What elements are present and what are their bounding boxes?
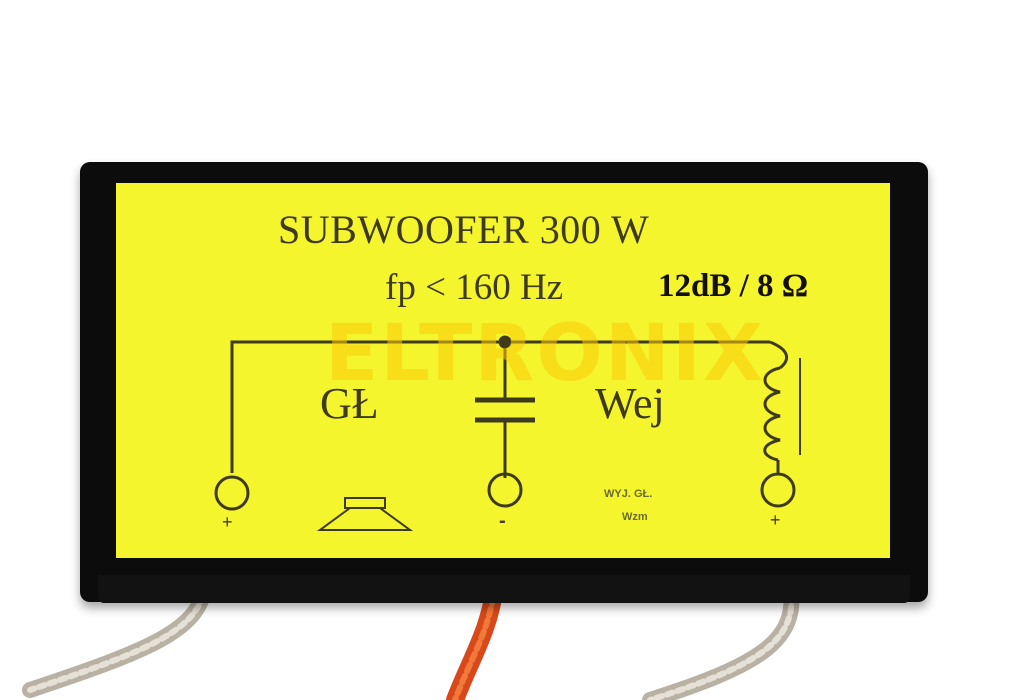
product-title: SUBWOOFER 300 W	[278, 207, 650, 252]
silver-wire-right	[642, 577, 800, 700]
inductor-coil	[763, 366, 781, 462]
left-terminal-sign: +	[222, 512, 233, 532]
middle-terminal-sign: -	[499, 510, 506, 532]
speaker-icon	[316, 497, 414, 531]
terminal-left	[214, 475, 250, 511]
yellow-label	[116, 183, 890, 558]
right-terminal-sign: +	[770, 510, 781, 530]
slope-impedance-spec: 12dB / 8 Ω	[658, 268, 809, 304]
terminal-middle	[487, 472, 523, 508]
output-label-line2: Wzm	[622, 511, 648, 523]
inductor-lead	[769, 340, 788, 370]
module-edge	[98, 575, 910, 603]
output-label-line1: WYJ. GŁ.	[604, 488, 653, 500]
speaker-label: GŁ	[320, 379, 379, 428]
top-rail	[230, 340, 770, 473]
terminal-right	[760, 472, 796, 508]
frequency-spec: fp < 160 Hz	[385, 267, 564, 308]
watermark: ELTRONIX	[325, 309, 766, 399]
input-label: Wej	[595, 379, 665, 428]
